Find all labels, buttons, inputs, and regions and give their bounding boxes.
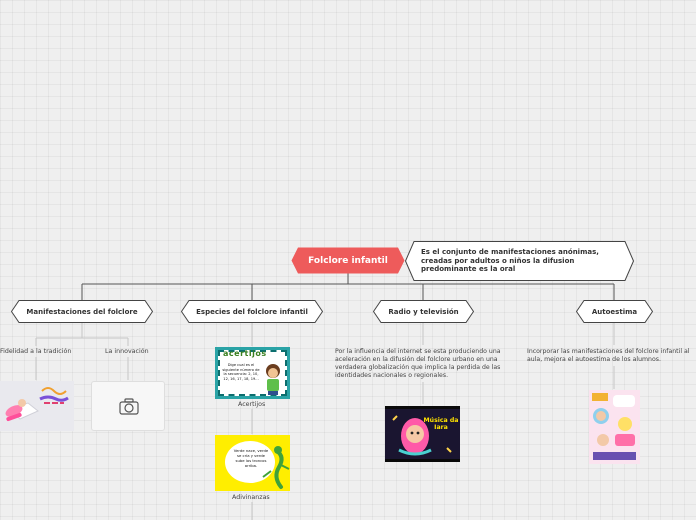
radio-tv-image-title: Música da Iara: [423, 417, 459, 431]
adivinanzas-riddle: Verde nace, verde se cría y verde sube l…: [233, 448, 269, 468]
child-thinking-picture: [266, 364, 280, 395]
branch-shape: [576, 300, 653, 323]
branch-manifestaciones[interactable]: Manifestaciones del folclore: [11, 300, 153, 323]
autoestima-text[interactable]: Incorporar las manifestaciones del folcl…: [527, 348, 690, 363]
musica-da-iara-picture: [385, 409, 460, 459]
adivinanzas-caption: Adivinanzas: [232, 494, 270, 501]
branch-shape: [181, 300, 323, 323]
child-label-innovacion[interactable]: La innovación: [105, 348, 149, 355]
radio-tv-image[interactable]: Música da Iara: [385, 406, 460, 462]
radio-tv-text[interactable]: Por la influencia del internet se esta p…: [335, 348, 501, 379]
root-title: Folclore infantil: [308, 255, 388, 266]
acertijos-image[interactable]: acertijos Dige cual es el siguiente núme…: [215, 347, 290, 399]
branch-especies[interactable]: Especies del folclore infantil: [181, 300, 323, 323]
definition-text: Es el conjunto de manifestaciones anónim…: [421, 248, 599, 274]
definition-node[interactable]: Es el conjunto de manifestaciones anónim…: [405, 241, 634, 281]
hopscotch-picture: [0, 381, 74, 431]
camera-icon: [119, 398, 139, 415]
definition-node-shape: [405, 241, 634, 281]
adivinanzas-image[interactable]: Verde nace, verde se cría y verde sube l…: [215, 435, 290, 491]
autoestima-image[interactable]: [589, 390, 640, 464]
branch-title: Radio y televisión: [388, 307, 459, 316]
branch-title: Autoestima: [591, 307, 638, 316]
branch-autoestima[interactable]: Autoestima: [576, 300, 653, 323]
acertijos-caption: Acertijos: [238, 401, 266, 408]
branch-title: Especies del folclore infantil: [196, 307, 308, 316]
innovacion-image-placeholder[interactable]: [91, 381, 165, 431]
tradicion-image[interactable]: [0, 381, 74, 431]
root-node-shape: [291, 247, 405, 274]
branch-shape: [11, 300, 153, 323]
lizard-picture: [262, 446, 290, 489]
child-label-tradicion[interactable]: Fidelidad a la tradición: [0, 348, 72, 355]
acertijos-question: Dige cual es el siguiente número de la s…: [222, 363, 260, 381]
branch-shape: [373, 300, 474, 323]
self-esteem-poster-picture: [589, 390, 640, 464]
branch-title: Manifestaciones del folclore: [26, 307, 138, 316]
branch-radio-television[interactable]: Radio y televisión: [373, 300, 474, 323]
acertijos-heading: acertijos: [223, 349, 267, 358]
root-node[interactable]: Folclore infantil: [291, 247, 405, 274]
